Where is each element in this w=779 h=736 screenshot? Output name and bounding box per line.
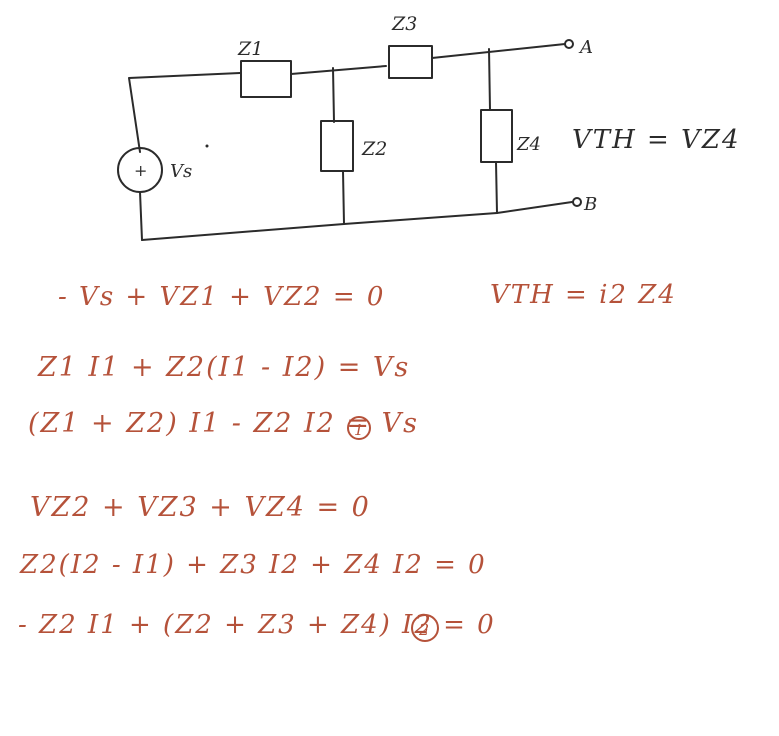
wire-left-top [128,72,241,153]
terminal-a-node [564,39,574,49]
terminal-b-node [572,197,582,207]
thevenin-current-equation: VTH = i2 Z4 [490,280,677,310]
loop1-simplified-equation: (Z1 + Z2) I1 - Z2 I2 = Vs [28,408,419,439]
eq2-marker-circle [411,614,439,642]
z1-label: Z1 [237,38,263,60]
voltage-source-icon [117,147,163,193]
eq1-marker-circle [347,416,371,440]
loop2-expanded-equation: Z2(I2 - I1) + Z3 I2 + Z4 I2 = 0 [20,550,487,580]
wire-bottom-rail [141,212,498,241]
z2-resistor [320,120,354,172]
stray-dot [205,144,209,148]
z2-label: Z2 [361,138,387,160]
z4-label: Z4 [516,134,541,155]
wire-to-b [496,201,573,214]
thevenin-relation: VTH = VZ4 [572,125,741,155]
eq1-marker: 1 [354,421,364,439]
wire-z4-bottom [495,161,498,214]
wire-z2-bottom [342,170,345,225]
wire-z4-top [488,48,491,111]
loop1-expanded-equation: Z1 I1 + Z2(I1 - I2) = Vs [38,352,411,383]
terminal-b-label: B [583,194,597,215]
kvl-loop2-equation: VZ2 + VZ3 + VZ4 = 0 [30,492,371,523]
z4-resistor [480,109,513,163]
wire-z2-top [332,67,335,123]
z1-resistor [240,60,292,98]
source-sign: + [134,161,147,180]
z3-resistor [388,45,433,79]
eq2-marker: 2 [418,620,429,639]
wire-left-bottom [139,191,143,241]
wire-top-middle [290,65,387,75]
source-label: Vs [170,161,192,182]
loop2-simplified-equation: - Z2 I1 + (Z2 + Z3 + Z4) I2 = 0 [18,610,496,640]
z3-label: Z3 [391,13,417,35]
terminal-a-label: A [578,37,593,58]
kvl-loop1-equation: - Vs + VZ1 + VZ2 = 0 [58,282,386,312]
wire-top-right [431,43,566,59]
